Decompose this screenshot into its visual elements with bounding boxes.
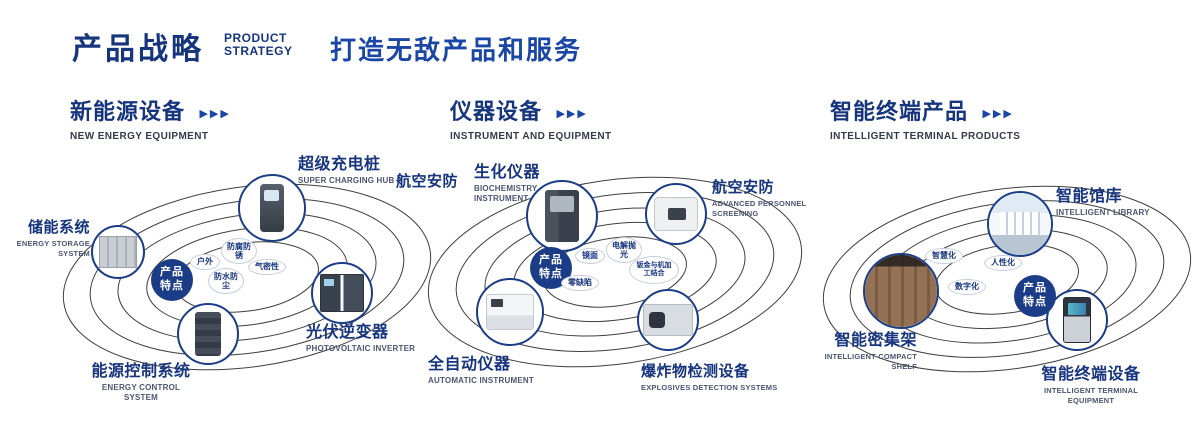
feature-chip: 电解抛光	[606, 237, 642, 263]
feature-chip: 户外	[190, 254, 220, 270]
library-room-image	[989, 193, 1051, 255]
label-energy-control-system: 能源控制系统 ENERGY CONTROL SYSTEM	[91, 363, 191, 403]
feature-chip: 镜面	[575, 248, 605, 264]
node-intelligent-terminal-equipment	[1046, 289, 1108, 351]
page-title-en-line2: STRATEGY	[224, 44, 293, 58]
compact-shelf-image	[865, 255, 937, 327]
section-title-instrument: 仪器设备	[450, 99, 543, 124]
charging-pile-image	[260, 184, 284, 232]
automatic-instrument-image	[486, 294, 534, 330]
section-title-en-new-energy: NEW ENERGY EQUIPMENT	[70, 131, 209, 142]
section-header-new-energy: 新能源设备 ▶▶▶ NEW ENERGY EQUIPMENT	[70, 94, 231, 142]
node-energy-control-system	[177, 303, 239, 365]
biochemistry-instrument-image	[545, 190, 579, 242]
feature-chip: 智慧化	[925, 248, 963, 264]
label-photovoltaic-inverter: 光伏逆变器 PHOTOVOLTAIC INVERTER	[306, 324, 416, 353]
label-biochemistry-instrument: 生化仪器 BIOCHEMISTRY INSTRUMENT	[474, 164, 541, 204]
feature-chip: 零缺陷	[561, 275, 599, 291]
terminal-kiosk-image	[1063, 297, 1091, 343]
label-super-charging-hub: 超级充电桩 SUPER CHARGING HUB	[298, 156, 395, 185]
page-title: 产品战略	[72, 33, 204, 66]
triple-arrow-icon: ▶▶▶	[556, 108, 588, 120]
node-biochemistry-instrument	[526, 180, 598, 252]
feature-circle-terminal: 产品特点	[1014, 275, 1056, 317]
energy-storage-image	[99, 236, 137, 268]
screening-machine-image	[654, 197, 698, 231]
section-header-terminal: 智能终端产品 ▶▶▶ INTELLIGENT TERMINAL PRODUCTS	[830, 94, 1020, 142]
inverter-image	[320, 274, 364, 312]
label-intelligent-compact-shelf: 智能密集架 INTELLIGENT COMPACT SHELF	[824, 332, 917, 371]
node-super-charging-hub	[238, 174, 306, 242]
page-title-en-line1: PRODUCT	[224, 31, 287, 45]
feature-chip: 防水防尘	[208, 268, 244, 294]
node-automatic-instrument	[476, 278, 544, 346]
label-aviation-security-left: 航空安防	[396, 173, 459, 190]
node-personnel-screening	[645, 183, 707, 245]
node-intelligent-compact-shelf	[863, 253, 939, 329]
section-title-new-energy: 新能源设备	[70, 99, 186, 124]
label-explosives-detection: 爆炸物检测设备 EXPLOSIVES DETECTION SYSTEMS	[641, 363, 778, 392]
triple-arrow-icon: ▶▶▶	[199, 108, 231, 120]
node-photovoltaic-inverter	[311, 262, 373, 324]
section-title-terminal: 智能终端产品	[830, 99, 969, 124]
label-intelligent-library: 智能馆库 INTELLIGENT LIBRARY	[1056, 188, 1150, 217]
node-energy-storage-system	[91, 225, 145, 279]
section-header-instrument: 仪器设备 ▶▶▶ INSTRUMENT AND EQUIPMENT	[450, 94, 611, 142]
feature-chip: 钣金与机加工结合	[629, 256, 679, 284]
page-title-en: PRODUCT STRATEGY	[224, 32, 292, 58]
section-title-en-instrument: INSTRUMENT AND EQUIPMENT	[450, 131, 612, 142]
label-automatic-instrument: 全自动仪器 AUTOMATIC INSTRUMENT	[428, 356, 534, 385]
feature-chip: 数字化	[948, 279, 986, 295]
label-intelligent-terminal-equipment: 智能终端设备 INTELLIGENT TERMINAL EQUIPMENT	[1041, 366, 1141, 405]
node-intelligent-library	[987, 191, 1053, 257]
control-cabinet-image	[195, 312, 221, 356]
section-title-en-terminal: INTELLIGENT TERMINAL PRODUCTS	[830, 131, 1021, 142]
node-explosives-detection	[637, 289, 699, 351]
feature-chip: 人性化	[984, 255, 1022, 271]
feature-chip: 防腐防锈	[221, 238, 257, 264]
triple-arrow-icon: ▶▶▶	[982, 108, 1014, 120]
feature-chip: 气密性	[248, 259, 286, 275]
label-personnel-screening: 航空安防 ADVANCED PERSONNEL SCREENING	[712, 179, 807, 218]
feature-circle-new-energy: 产品特点	[151, 259, 193, 301]
label-energy-storage-system: 储能系统 ENERGY STORAGE SYSTEM	[16, 219, 90, 258]
page-subtitle: 打造无敌产品和服务	[330, 35, 583, 65]
explosives-detector-image	[643, 304, 693, 336]
